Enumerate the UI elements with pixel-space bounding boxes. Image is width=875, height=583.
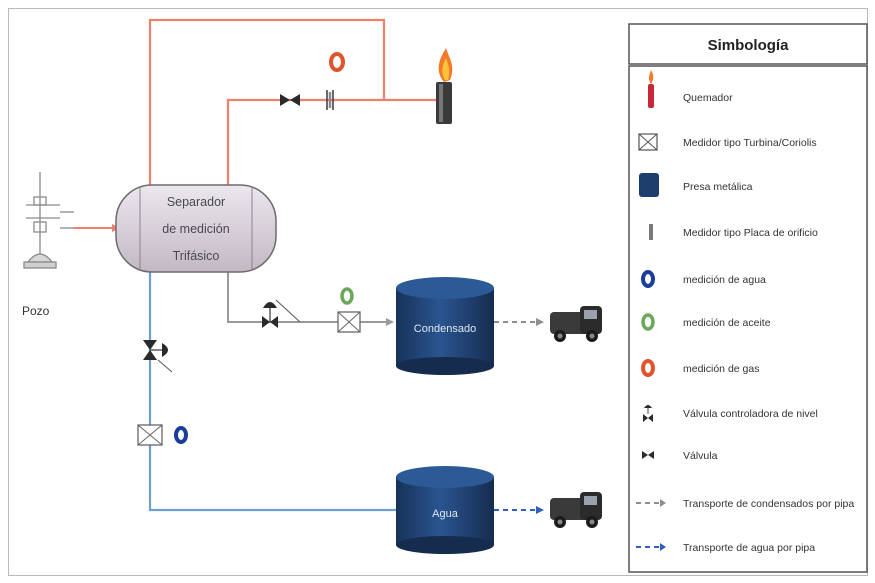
condensate-tank: Condensado <box>396 277 494 375</box>
level-control-valve-icon <box>643 405 653 422</box>
legend-item-water-transport: Transporte de agua por pipa <box>683 542 815 554</box>
condensate-meter-icon <box>337 311 361 333</box>
gas-valve-icon <box>280 94 300 106</box>
truck-icon <box>550 492 602 528</box>
metal-tank-icon <box>639 173 659 197</box>
valve-icon <box>642 451 654 459</box>
water-level-control-valve-icon <box>143 340 173 373</box>
level-control-valve-icon <box>262 299 301 328</box>
condensate-tank-label: Condensado <box>414 323 476 335</box>
legend-item-valve: Válvula <box>683 450 718 462</box>
oil-measure-icon <box>641 313 655 331</box>
legend-item-turbine-meter: Medidor tipo Turbina/Coriolis <box>683 137 817 149</box>
legend-item-water-measure: medición de agua <box>683 274 766 286</box>
legend-item-burner: Quemador <box>683 92 733 104</box>
legend-item-orifice-meter: Medidor tipo Placa de orificio <box>683 227 818 239</box>
water-measure-icon <box>174 426 188 444</box>
condensate-line <box>227 272 390 323</box>
legend: Simbología <box>628 23 868 573</box>
orifice-plate-icon <box>326 90 334 110</box>
separator-label-1: Separador <box>167 195 225 209</box>
separator-label-3: Trifásico <box>173 249 220 263</box>
separator-label-2: de medición <box>162 222 229 236</box>
water-measure-icon <box>641 270 655 288</box>
orifice-plate-icon <box>649 224 653 240</box>
water-tank-label: Agua <box>432 508 459 520</box>
truck-icon <box>550 306 602 342</box>
well-label: Pozo <box>22 304 50 318</box>
gas-measure-icon <box>329 52 345 72</box>
wellhead-icon <box>23 172 74 269</box>
legend-item-condensate-transport: Transporte de condensados por pipa <box>683 498 854 510</box>
water-transport-icon <box>636 543 666 551</box>
legend-item-gas-measure: medición de gas <box>683 363 759 375</box>
legend-item-oil-measure: medición de aceite <box>683 317 771 329</box>
gas-measure-icon <box>641 359 655 377</box>
legend-item-level-control-valve: Válvula controladora de nivel <box>683 408 818 420</box>
legend-title: Simbología <box>708 37 789 54</box>
oil-measure-icon <box>340 287 354 305</box>
water-tank: Agua <box>396 466 494 554</box>
condensate-transport-icon <box>636 499 666 507</box>
burner-icon <box>648 70 654 108</box>
water-meter-icon <box>137 424 163 446</box>
gas-lines <box>148 18 436 185</box>
burner-icon <box>436 48 453 124</box>
separator-vessel: Separador de medición Trifásico <box>115 184 277 273</box>
legend-item-metal-tank: Presa metálica <box>683 181 753 193</box>
meter-box-icon <box>638 133 658 151</box>
